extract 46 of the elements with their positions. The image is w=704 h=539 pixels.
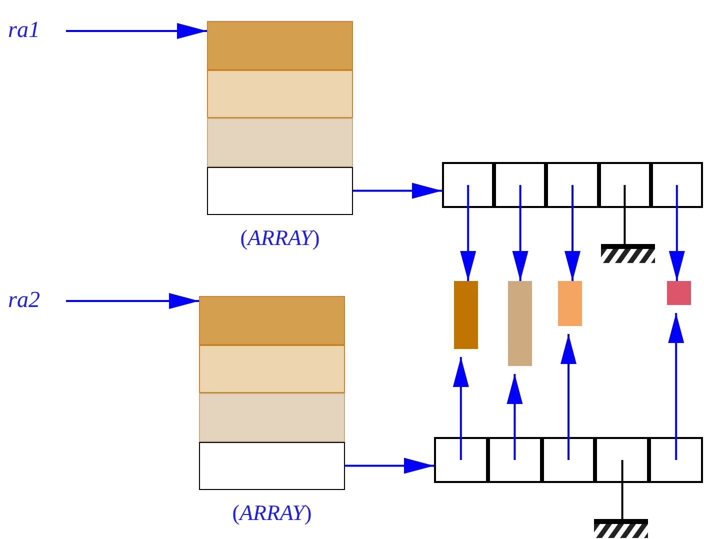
pointer-name: ra1 bbox=[8, 16, 54, 46]
array-cell bbox=[434, 437, 488, 483]
connector-line bbox=[624, 185, 626, 244]
arrow bbox=[452, 357, 469, 460]
pointer-name: ra2 bbox=[8, 286, 54, 316]
object-field bbox=[199, 442, 345, 490]
array-box bbox=[434, 437, 703, 483]
object-field bbox=[207, 70, 353, 118]
arrow bbox=[66, 293, 199, 309]
array-cell bbox=[595, 437, 650, 483]
array-cell bbox=[488, 437, 542, 483]
array-cell bbox=[546, 162, 599, 208]
arrow bbox=[460, 185, 476, 281]
ground-symbol bbox=[594, 519, 648, 538]
arrow bbox=[345, 458, 434, 474]
object-field bbox=[207, 118, 353, 166]
arrow bbox=[668, 313, 684, 460]
object-field bbox=[199, 344, 345, 393]
object-field bbox=[207, 21, 353, 70]
type-label: (ARRAY) bbox=[231, 500, 313, 526]
ground-symbol bbox=[601, 244, 655, 263]
array-cell bbox=[542, 437, 596, 483]
object-field bbox=[199, 393, 345, 442]
array-cell bbox=[442, 162, 494, 208]
array-cell bbox=[650, 162, 703, 208]
item-bar bbox=[667, 281, 691, 305]
arrow bbox=[560, 334, 576, 460]
array-box bbox=[442, 162, 703, 208]
arrow bbox=[353, 182, 442, 199]
array-cell bbox=[649, 437, 703, 483]
arrow bbox=[66, 23, 207, 39]
object-field bbox=[207, 166, 353, 215]
item-bar bbox=[454, 281, 478, 349]
array-cell bbox=[598, 162, 651, 208]
item-bar bbox=[558, 281, 582, 326]
object-box bbox=[199, 296, 345, 490]
arrow bbox=[564, 185, 580, 281]
arrow bbox=[668, 185, 685, 281]
object-field bbox=[199, 296, 345, 344]
arrow bbox=[506, 374, 523, 460]
arrow bbox=[512, 185, 528, 281]
connector-line bbox=[621, 460, 624, 519]
type-label: (ARRAY) bbox=[239, 225, 321, 251]
object-box bbox=[207, 21, 353, 215]
array-cell bbox=[494, 162, 546, 208]
item-bar bbox=[508, 281, 532, 366]
